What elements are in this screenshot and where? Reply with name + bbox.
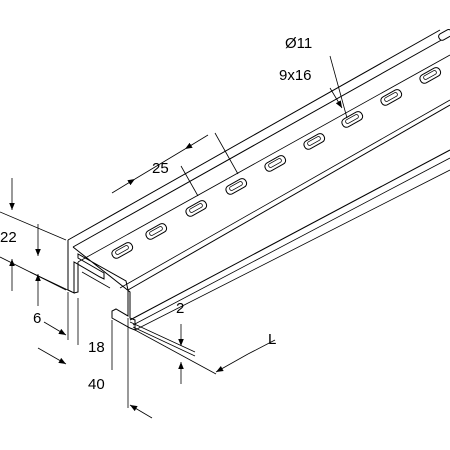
slot-holes bbox=[111, 29, 450, 259]
slot-hole bbox=[341, 111, 364, 128]
hole-diameter-label: Ø11 bbox=[285, 35, 312, 52]
lip-dimension: 6 bbox=[29, 224, 73, 327]
slot-hole bbox=[419, 67, 442, 84]
opening-label: 18 bbox=[88, 339, 105, 356]
slot-hole bbox=[380, 89, 403, 106]
thickness-label: 2 bbox=[176, 300, 184, 317]
slot-hole bbox=[438, 29, 450, 41]
width-dimension: 40 bbox=[37, 318, 153, 419]
length-label: L bbox=[268, 331, 276, 348]
slot-size-label: 9x16 bbox=[279, 67, 312, 84]
length-dimension: L bbox=[134, 329, 276, 375]
pitch-label: 25 bbox=[152, 160, 169, 177]
width-label: 40 bbox=[88, 376, 105, 393]
slot-hole bbox=[111, 242, 134, 259]
slot-hole bbox=[303, 133, 326, 150]
slot-leader: Ø11 9x16 bbox=[279, 35, 348, 119]
slot-hole bbox=[145, 223, 168, 240]
slot-hole bbox=[185, 200, 208, 217]
height-label: 22 bbox=[0, 229, 17, 246]
channel-profile bbox=[67, 29, 450, 331]
height-dimension: 22 bbox=[0, 178, 67, 291]
slot-hole bbox=[264, 155, 287, 172]
slot-hole bbox=[225, 178, 248, 195]
thickness-dimension: 2 bbox=[129, 300, 196, 384]
opening-dimension: 18 bbox=[43, 292, 105, 356]
pitch-dimension: 25 bbox=[111, 132, 239, 197]
lip-label: 6 bbox=[33, 310, 41, 327]
